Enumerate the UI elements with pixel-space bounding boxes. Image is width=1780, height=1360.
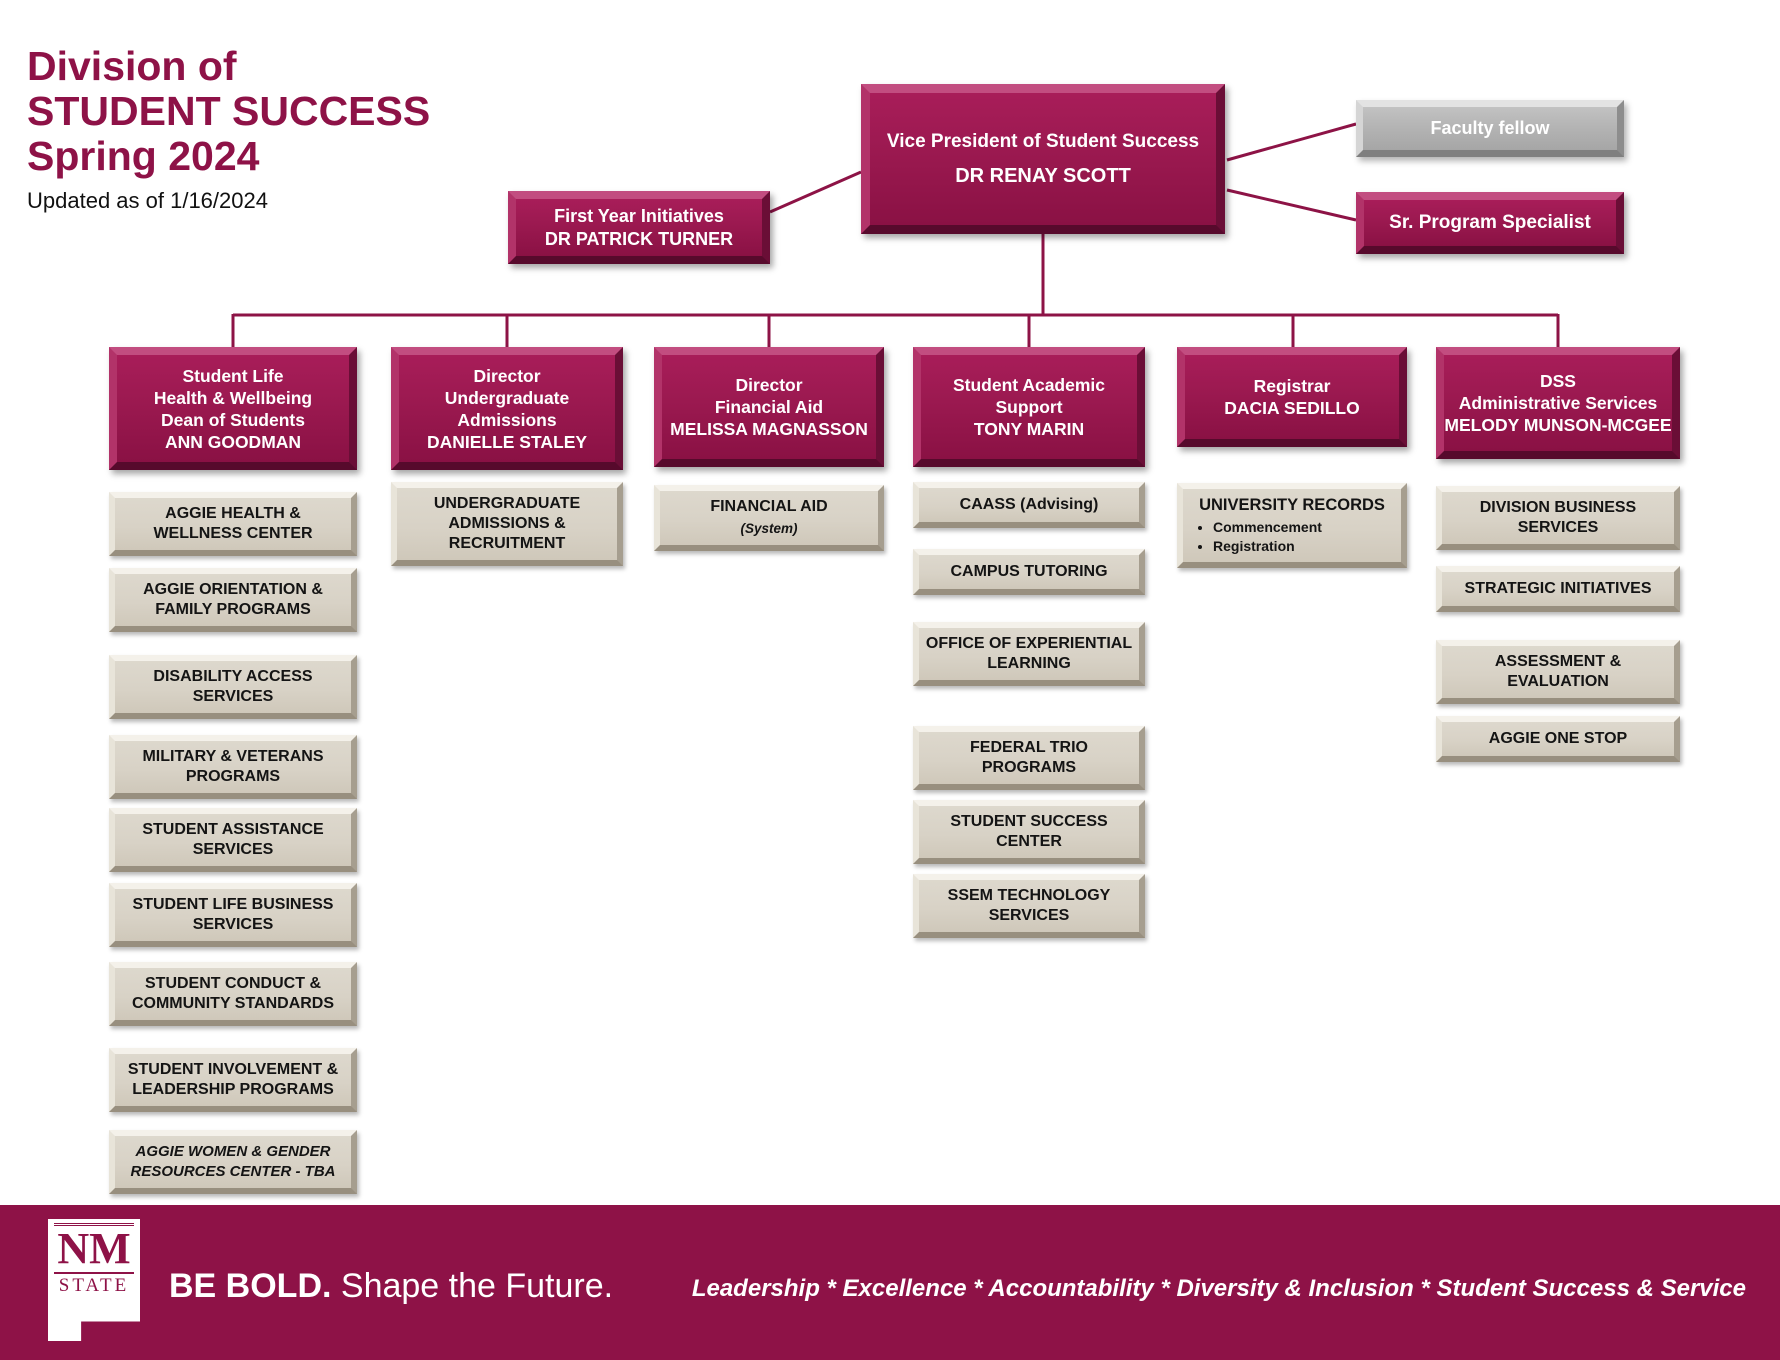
title-line-1: Division of bbox=[27, 43, 237, 89]
org-unit-label: STRATEGIC INITIATIVES bbox=[1464, 580, 1652, 597]
tagline-bold: BE BOLD. bbox=[169, 1267, 332, 1305]
org-unit-label: STUDENT SUCCESS CENTER bbox=[950, 813, 1108, 850]
org-unit-box: UNDERGRADUATE ADMISSIONS & RECRUITMENT bbox=[391, 482, 623, 566]
org-unit-label: CAMPUS TUTORING bbox=[950, 563, 1108, 580]
org-unit-label: UNIVERSITY RECORDS bbox=[1199, 496, 1385, 514]
document-title: Division of STUDENT SUCCESS Spring 2024 … bbox=[27, 44, 430, 214]
org-unit-box: DISABILITY ACCESS SERVICES bbox=[109, 655, 357, 719]
org-unit-label: AGGIE HEALTH & WELLNESS CENTER bbox=[153, 505, 313, 542]
org-unit-box: CAMPUS TUTORING bbox=[913, 549, 1145, 595]
faculty-fellow-label: Faculty fellow bbox=[1430, 118, 1550, 138]
header-title-line: Director bbox=[735, 375, 803, 395]
org-unit-bullet: Commencement bbox=[1213, 518, 1322, 537]
nmsu-logo-state: STATE bbox=[58, 1275, 130, 1296]
header-title-line: Student Academic bbox=[952, 375, 1106, 395]
org-unit-label: OFFICE OF EXPERIENTIAL LEARNING bbox=[925, 635, 1133, 672]
org-unit-label: CAASS (Advising) bbox=[959, 496, 1099, 513]
footer-bar: NM STATE BE BOLD. Shape the Future. Lead… bbox=[0, 1205, 1780, 1360]
org-unit-box: CAASS (Advising) bbox=[913, 482, 1145, 528]
header-person-name: MELODY MUNSON-MCGEE bbox=[1444, 415, 1672, 435]
header-person-name: ANN GOODMAN bbox=[164, 431, 302, 452]
org-unit-bullet-list: CommencementRegistration bbox=[1187, 518, 1322, 556]
header-title-line: Health & Wellbeing bbox=[153, 387, 313, 408]
org-unit-sublabel: (System) bbox=[740, 521, 798, 536]
footer-values-statement: Leadership * Excellence * Accountability… bbox=[691, 1275, 1746, 1302]
org-unit-label: STUDENT ASSISTANCE SERVICES bbox=[142, 821, 324, 858]
footer-tagline: BE BOLD. Shape the Future. bbox=[169, 1267, 613, 1306]
org-unit-box: FINANCIAL AID (System) bbox=[654, 485, 884, 551]
title-line-2: STUDENT SUCCESS bbox=[27, 88, 431, 134]
nmsu-logo: NM STATE bbox=[48, 1219, 140, 1341]
org-unit-box: AGGIE ORIENTATION & FAMILY PROGRAMS bbox=[109, 568, 357, 632]
org-unit-box: OFFICE OF EXPERIENTIAL LEARNING bbox=[913, 622, 1145, 686]
org-unit-box: STUDENT INVOLVEMENT & LEADERSHIP PROGRAM… bbox=[109, 1048, 357, 1112]
org-unit-label: STUDENT CONDUCT & COMMUNITY STANDARDS bbox=[131, 975, 335, 1012]
org-unit-label: STUDENT LIFE BUSINESS SERVICES bbox=[132, 896, 334, 933]
header-person-name: DACIA SEDILLO bbox=[1224, 398, 1360, 418]
org-unit-label: DIVISION BUSINESS SERVICES bbox=[1479, 499, 1637, 536]
header-title-line: Admissions bbox=[457, 409, 557, 430]
org-unit-box: UNIVERSITY RECORDS CommencementRegistrati… bbox=[1177, 483, 1407, 568]
org-box-first-year-initiatives: First Year Initiatives DR PATRICK TURNER bbox=[508, 191, 770, 264]
org-unit-label: MILITARY & VETERANS PROGRAMS bbox=[142, 748, 324, 785]
org-unit-label: UNDERGRADUATE ADMISSIONS & RECRUITMENT bbox=[433, 495, 581, 552]
header-title-line: Student Life bbox=[182, 365, 284, 386]
org-unit-box: MILITARY & VETERANS PROGRAMS bbox=[109, 735, 357, 799]
org-unit-box: AGGIE HEALTH & WELLNESS CENTER bbox=[109, 492, 357, 556]
header-title-line: Registrar bbox=[1253, 376, 1331, 396]
org-unit-box: SSEM TECHNOLOGY SERVICES bbox=[913, 874, 1145, 938]
org-unit-box: STRATEGIC INITIATIVES bbox=[1436, 566, 1680, 612]
vp-role: Vice President of Student Success bbox=[886, 131, 1200, 152]
org-unit-box: AGGIE ONE STOP bbox=[1436, 716, 1680, 762]
org-unit-box: ASSESSMENT & EVALUATION bbox=[1436, 640, 1680, 704]
org-unit-label: AGGIE WOMEN & GENDER RESOURCES CENTER - … bbox=[130, 1143, 336, 1180]
org-unit-label: FEDERAL TRIO PROGRAMS bbox=[970, 739, 1088, 776]
org-unit-label: AGGIE ONE STOP bbox=[1488, 730, 1628, 747]
org-unit-label: DISABILITY ACCESS SERVICES bbox=[153, 668, 313, 705]
updated-date: Updated as of 1/16/2024 bbox=[27, 188, 268, 213]
org-box-sr-program-specialist: Sr. Program Specialist bbox=[1356, 192, 1624, 254]
org-box-vice-president: Vice President of Student Success DR REN… bbox=[861, 84, 1225, 234]
org-unit-box: FEDERAL TRIO PROGRAMS bbox=[913, 726, 1145, 790]
header-title-line: DSS bbox=[1540, 371, 1576, 391]
org-box-faculty-fellow: Faculty fellow bbox=[1356, 100, 1624, 157]
org-unit-label: ASSESSMENT & EVALUATION bbox=[1494, 653, 1622, 690]
org-unit-box: DIVISION BUSINESS SERVICES bbox=[1436, 486, 1680, 550]
org-unit-label: STUDENT INVOLVEMENT & LEADERSHIP PROGRAM… bbox=[127, 1061, 339, 1098]
header-person-name: MELISSA MAGNASSON bbox=[670, 419, 868, 439]
org-unit-bullet: Registration bbox=[1213, 537, 1322, 556]
org-unit-label: SSEM TECHNOLOGY SERVICES bbox=[947, 887, 1111, 924]
first-year-name: DR PATRICK TURNER bbox=[544, 228, 734, 249]
org-unit-box: AGGIE WOMEN & GENDER RESOURCES CENTER - … bbox=[109, 1130, 357, 1194]
title-line-3: Spring 2024 bbox=[27, 133, 260, 179]
header-title-line: Undergraduate bbox=[444, 387, 570, 408]
header-person-name: TONY MARIN bbox=[973, 419, 1085, 439]
vp-name: DR RENAY SCOTT bbox=[955, 165, 1131, 187]
header-title-line: Financial Aid bbox=[714, 397, 824, 417]
org-unit-box: STUDENT SUCCESS CENTER bbox=[913, 800, 1145, 864]
org-unit-box: STUDENT CONDUCT & COMMUNITY STANDARDS bbox=[109, 962, 357, 1026]
header-title-line: Dean of Students bbox=[161, 409, 305, 430]
header-title-line: Director bbox=[473, 365, 541, 386]
header-person-name: DANIELLE STALEY bbox=[426, 431, 588, 452]
nmsu-logo-nm: NM bbox=[54, 1223, 134, 1274]
first-year-role: First Year Initiatives bbox=[554, 205, 724, 226]
header-title-line: Support bbox=[995, 397, 1063, 417]
header-title-line: Administrative Services bbox=[1458, 393, 1658, 413]
org-unit-label: AGGIE ORIENTATION & FAMILY PROGRAMS bbox=[143, 581, 323, 618]
tagline-regular: Shape the Future. bbox=[340, 1267, 614, 1305]
org-unit-label: FINANCIAL AID bbox=[710, 498, 828, 515]
sr-program-specialist-label: Sr. Program Specialist bbox=[1389, 212, 1591, 233]
org-unit-box: STUDENT LIFE BUSINESS SERVICES bbox=[109, 883, 357, 947]
org-unit-box: STUDENT ASSISTANCE SERVICES bbox=[109, 808, 357, 872]
